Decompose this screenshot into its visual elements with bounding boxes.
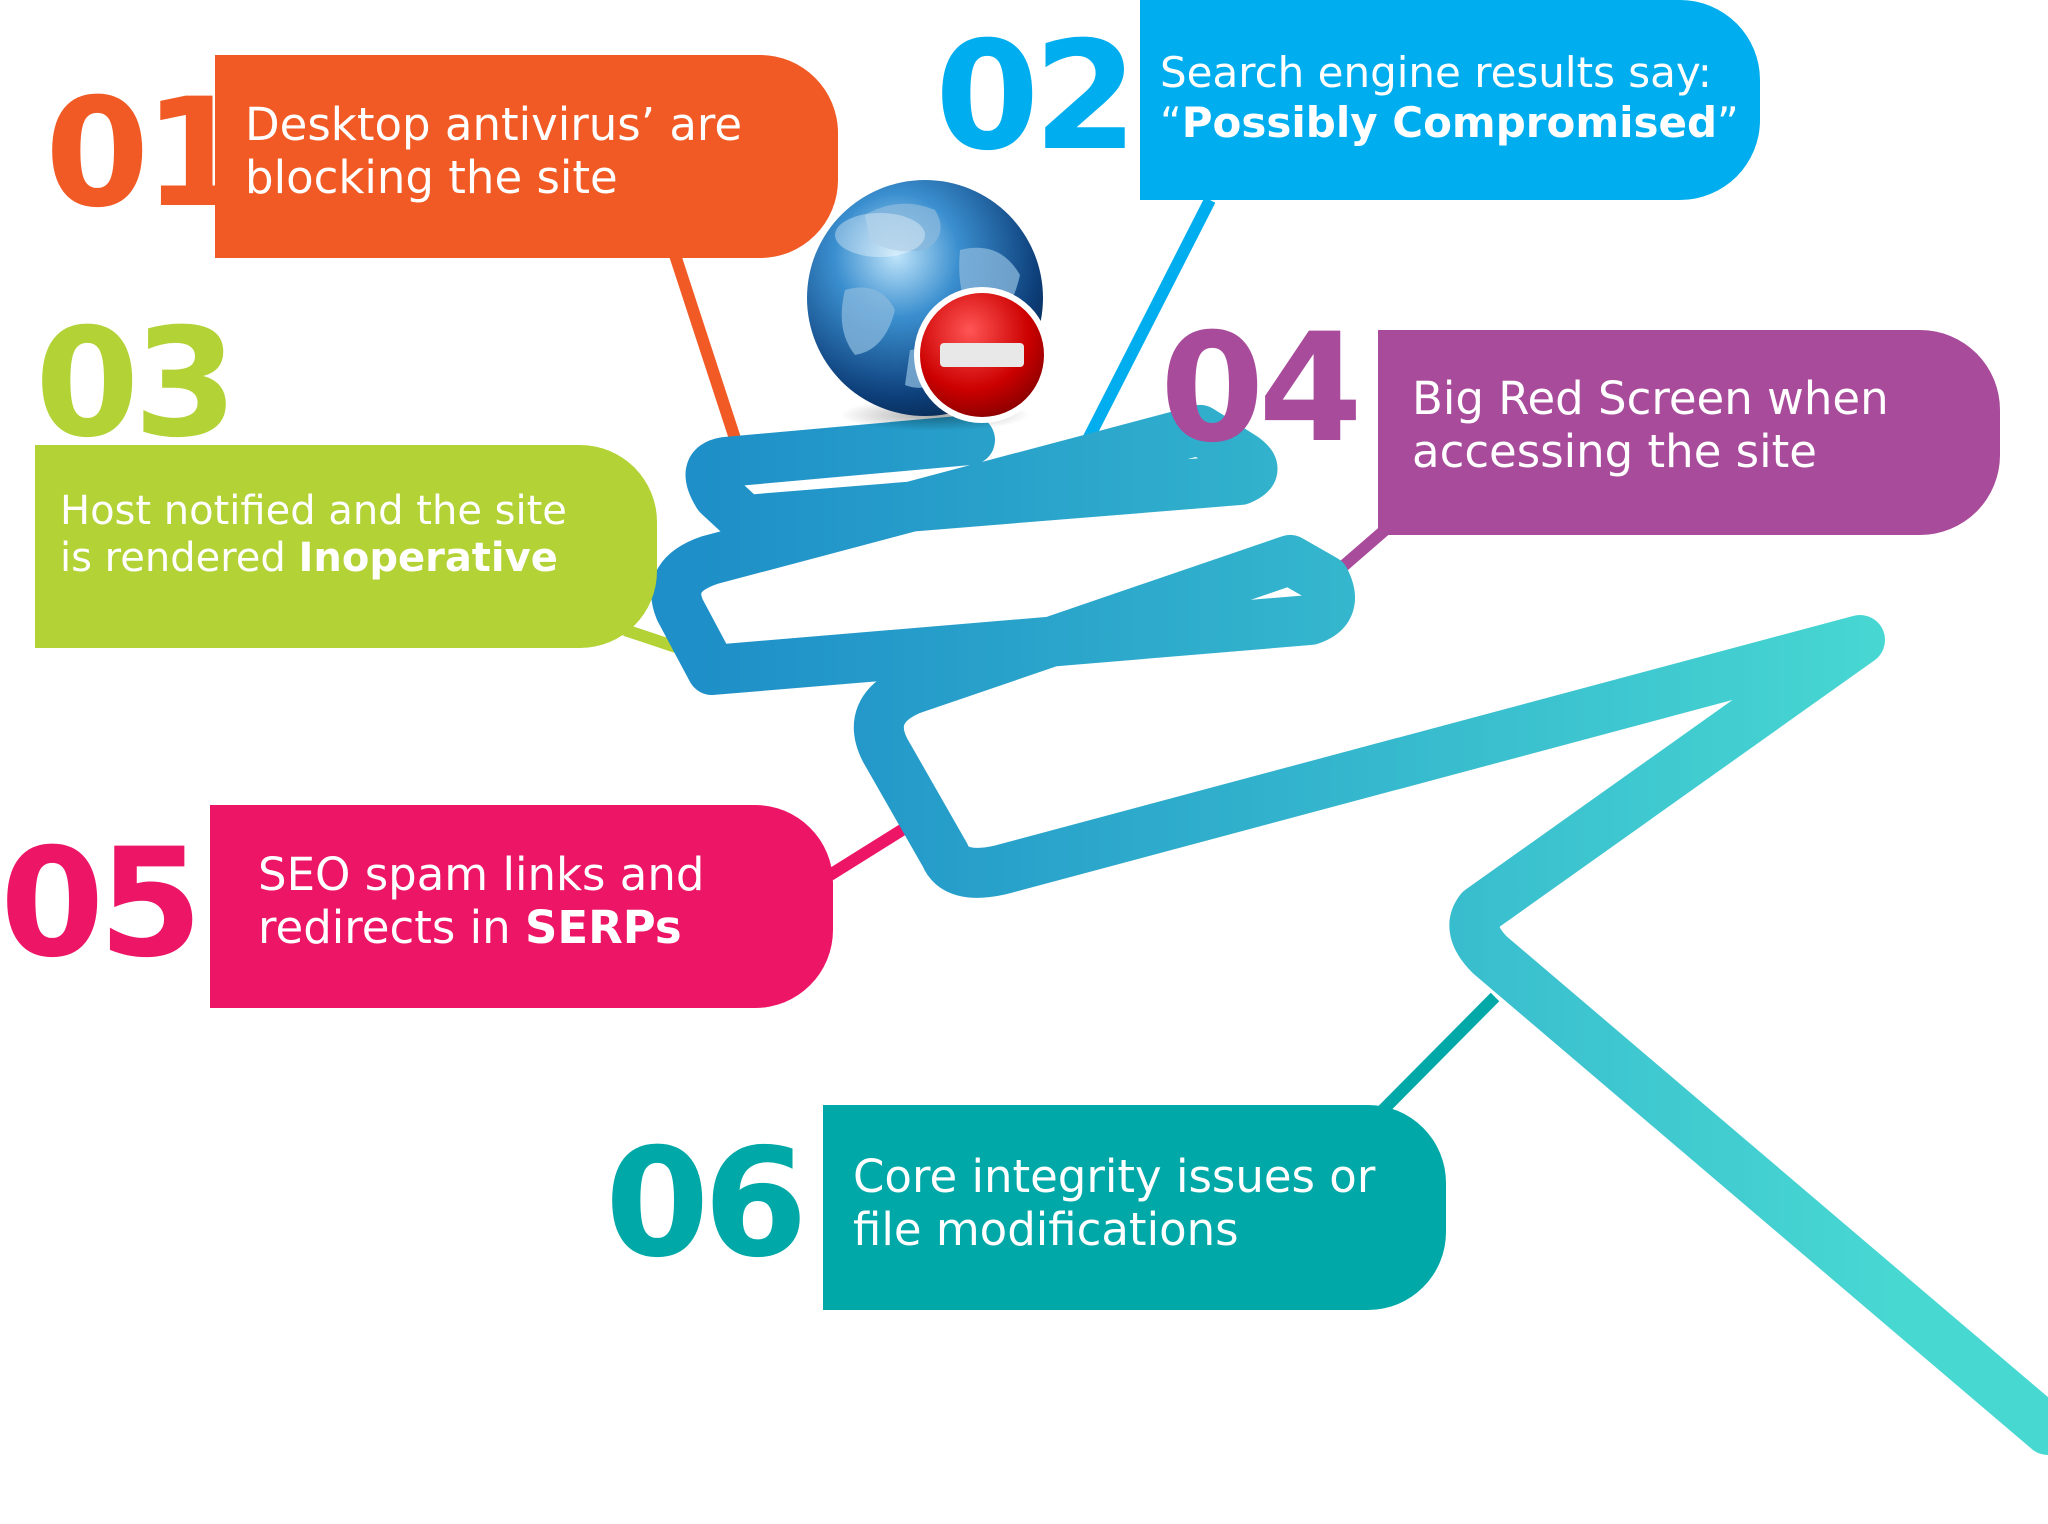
globe-with-blocked-sign-icon — [807, 180, 1050, 431]
step-06-number: 06 — [605, 1117, 802, 1291]
step-05-box — [210, 805, 833, 1008]
step-05-number: 05 — [0, 817, 197, 991]
step-04-box — [1378, 330, 2000, 535]
winding-path — [651, 405, 2048, 1455]
connector-06 — [1370, 992, 1500, 1123]
step-03-number: 03 — [35, 297, 232, 471]
step-02-box — [1140, 0, 1760, 200]
step-01-number: 01 — [45, 67, 242, 241]
step-01-box — [215, 55, 838, 258]
connector-lines — [623, 197, 1500, 1123]
step-03-text: Host notified and the site is rendered I… — [60, 488, 567, 582]
step-05-text: SEO spam links and redirects in SERPs — [258, 848, 705, 955]
step-04-text: Big Red Screen when accessing the site — [1412, 372, 1889, 479]
connector-01 — [669, 253, 748, 462]
step-03-box — [35, 445, 657, 648]
step-04-number: 04 — [1160, 302, 1357, 476]
step-02-number: 02 — [935, 10, 1132, 184]
step-boxes — [35, 0, 2000, 1310]
step-06-text: Core integrity issues or file modificati… — [853, 1150, 1376, 1257]
step-06-box — [823, 1105, 1446, 1310]
connector-02 — [1074, 197, 1216, 458]
step-02-text: Search engine results say: “Possibly Com… — [1160, 48, 1739, 147]
step-numbers: 01 02 03 04 05 06 — [0, 10, 1363, 1291]
step-01-text: Desktop antivirus’ are blocking the site — [245, 98, 743, 205]
